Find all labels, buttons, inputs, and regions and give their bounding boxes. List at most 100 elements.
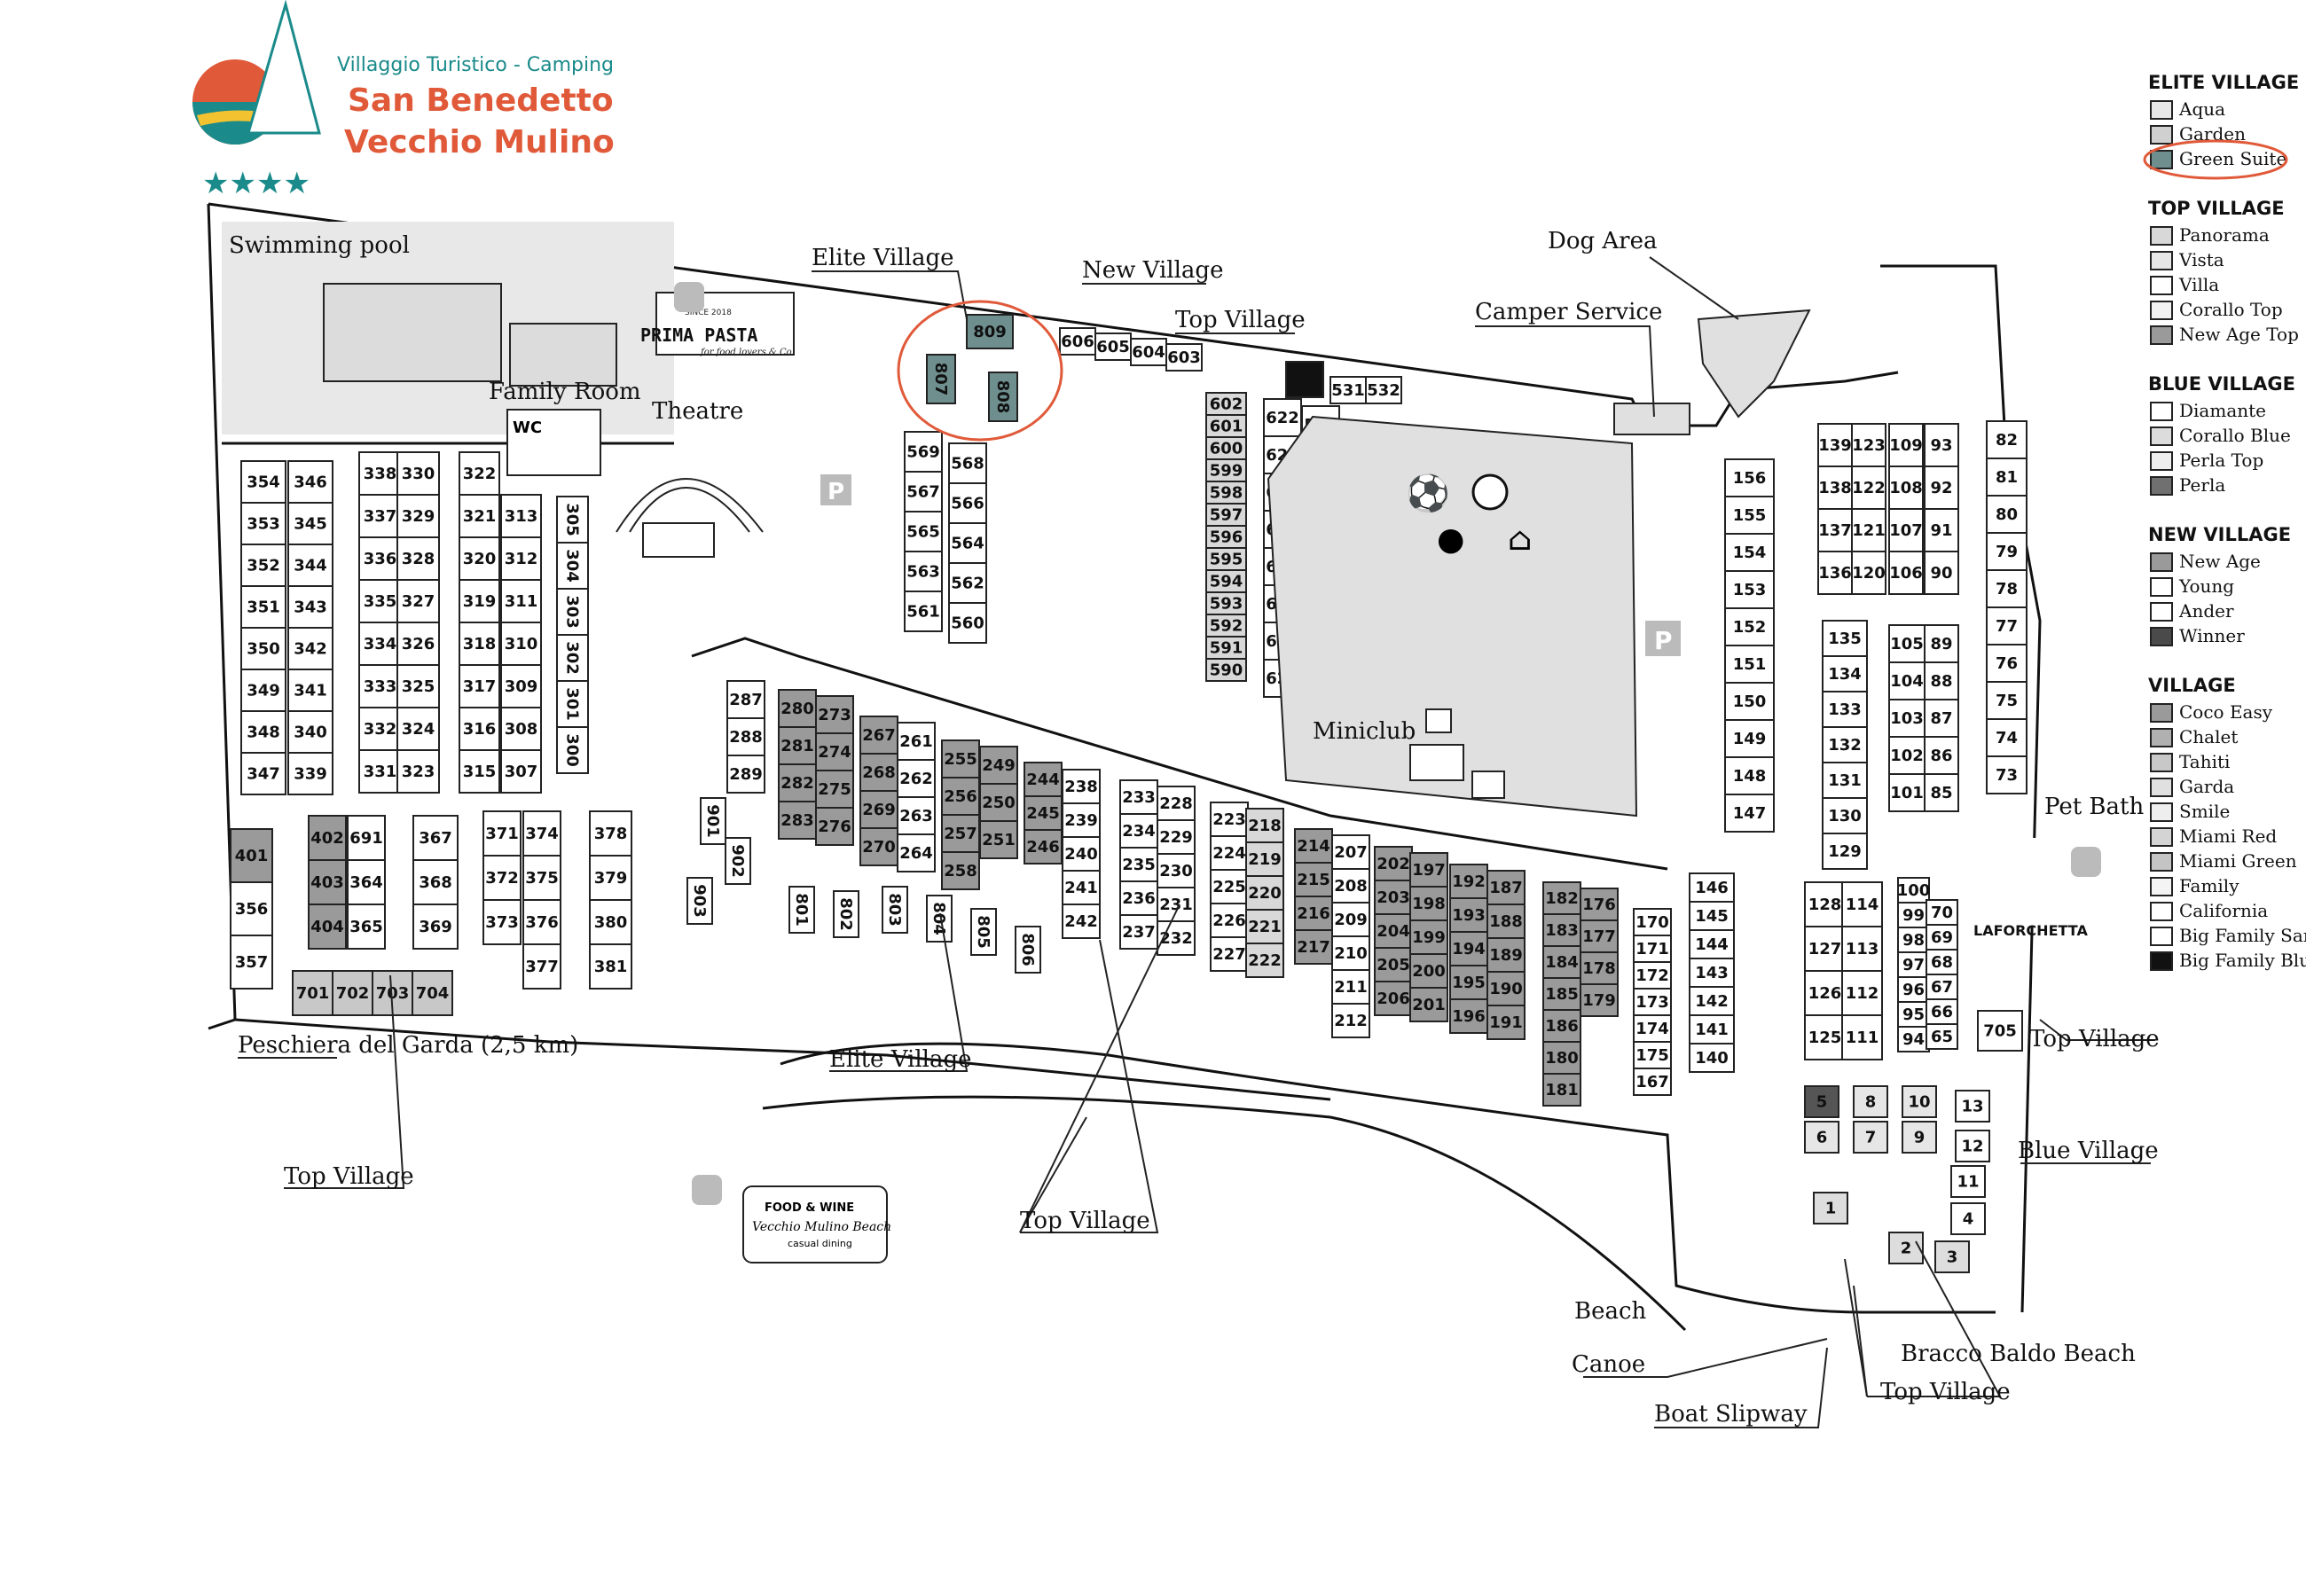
pitch-number: 2: [1901, 1240, 1912, 1258]
theatre: Theatre: [616, 398, 764, 558]
pitch-number: 336: [364, 550, 397, 568]
pitch-number: 376: [525, 913, 559, 932]
pitch-368: 368: [412, 859, 459, 905]
pitch-number: 283: [780, 811, 814, 830]
pitch-number: 156: [1733, 469, 1767, 488]
pitch-number: 595: [1210, 551, 1243, 569]
pitch-335: 335: [358, 579, 402, 623]
pitch-number: 381: [594, 958, 628, 976]
legend-swatch: [2150, 325, 2173, 345]
pitch-109: 109: [1888, 423, 1924, 467]
pitch-number: 281: [780, 737, 814, 755]
pitch-number: 804: [929, 902, 948, 935]
legend-swatch: [2150, 852, 2173, 872]
pitch-number: 136: [1818, 564, 1852, 583]
pitch-number: 215: [1297, 871, 1330, 889]
pitch-172: 172: [1633, 961, 1672, 990]
pitch-275: 275: [815, 770, 854, 809]
pitch-number: 225: [1212, 878, 1246, 896]
pitch-318: 318: [459, 622, 500, 666]
pitch-number: 531: [1331, 381, 1365, 400]
pitch-97: 97: [1897, 951, 1930, 978]
pitch-135: 135: [1822, 620, 1868, 657]
pitch-605: 605: [1094, 332, 1132, 361]
pitch-233: 233: [1119, 779, 1158, 815]
pitch-92: 92: [1924, 466, 1959, 510]
pitch-183: 183: [1542, 913, 1581, 947]
pitch-404: 404: [308, 904, 347, 950]
pitch-number: 148: [1733, 767, 1767, 786]
restaurant-icon: [2071, 847, 2101, 877]
pitch-803: 803: [882, 886, 908, 934]
pitch-269: 269: [859, 790, 898, 829]
pitch-128: 128: [1804, 881, 1846, 927]
pitch-801: 801: [788, 886, 815, 934]
pitch-324: 324: [396, 707, 440, 751]
pitch-number: 102: [1890, 747, 1924, 765]
bracco-baldo-label: Bracco Baldo Beach: [1901, 1341, 2136, 1367]
pitch-number: 231: [1159, 896, 1193, 914]
legend-label: New Age Top: [2179, 324, 2299, 345]
pitch-number: 202: [1377, 855, 1410, 873]
pitch-number: 167: [1635, 1073, 1669, 1091]
legend-swatch: [2150, 476, 2173, 496]
legend-item: Corallo Top: [2150, 299, 2283, 320]
pitch-352: 352: [240, 544, 286, 587]
legend-heading: TOP VILLAGE: [2148, 198, 2285, 219]
table-tennis-icon: ●: [1437, 521, 1464, 558]
pitch-number: 333: [364, 677, 397, 696]
pitch-number: 177: [1582, 927, 1616, 946]
pitch-number: 219: [1248, 850, 1282, 869]
pitch-number: 378: [594, 825, 628, 843]
pitch-565: 565: [904, 511, 943, 552]
pitch-569: 569: [904, 431, 943, 473]
pitch-240: 240: [1062, 836, 1101, 872]
legend-label: Smile: [2179, 801, 2230, 822]
pitch-number: 369: [419, 918, 452, 936]
pitch-number: 127: [1808, 940, 1842, 958]
pitch-307: 307: [500, 749, 542, 794]
top-village-left-label: Top Village: [284, 1163, 414, 1190]
pitch-189: 189: [1486, 937, 1526, 973]
pitch-338: 338: [358, 451, 402, 496]
pitch-95: 95: [1897, 1001, 1930, 1028]
pitch-number: 89: [1930, 635, 1952, 653]
pitch-76: 76: [1986, 644, 2028, 683]
pitch-number: 197: [1412, 861, 1446, 880]
pitch-number: 345: [294, 515, 327, 534]
pitch-number: 178: [1582, 959, 1616, 978]
pitch-120: 120: [1851, 551, 1886, 595]
pitch-214: 214: [1294, 828, 1333, 864]
pitch-number: 12: [1961, 1138, 1983, 1156]
pitch-number: 300: [563, 733, 582, 767]
pitch-number: 97: [1902, 956, 1925, 974]
legend-swatch: [2150, 778, 2173, 797]
pitch-142: 142: [1689, 986, 1735, 1016]
pitch-number: 10: [1908, 1093, 1930, 1112]
pitch-number: 114: [1846, 896, 1879, 914]
pitch-343: 343: [287, 585, 333, 629]
pitch-75: 75: [1986, 681, 2028, 720]
top-village-right-label: Top Village: [2029, 1026, 2160, 1052]
pitch-number: 302: [563, 641, 582, 675]
pitch-number: 349: [247, 682, 280, 700]
pitch-376: 376: [522, 899, 561, 945]
pitch-number: 606: [1061, 332, 1094, 351]
pitch-319: 319: [459, 579, 500, 623]
pitch-number: 622: [1266, 409, 1299, 427]
pitch-number: 232: [1159, 929, 1193, 948]
pitch-100: 100: [1897, 877, 1930, 904]
pitch-number: 342: [294, 640, 327, 659]
legend-item: Perla Top: [2150, 450, 2263, 471]
pitch-402: 402: [308, 815, 347, 861]
pitch-number: 256: [944, 787, 977, 806]
pitch-262: 262: [897, 759, 936, 798]
pitch-number: 222: [1248, 951, 1282, 970]
pitch-number: 134: [1828, 665, 1862, 684]
pitch-622: 622: [1263, 398, 1302, 437]
pitch-108: 108: [1888, 466, 1924, 510]
pitch-145: 145: [1689, 901, 1735, 931]
elite-village-bottom-label: Elite Village: [829, 1046, 972, 1073]
pitch-number: 229: [1159, 828, 1193, 847]
pitch-190: 190: [1486, 971, 1526, 1006]
